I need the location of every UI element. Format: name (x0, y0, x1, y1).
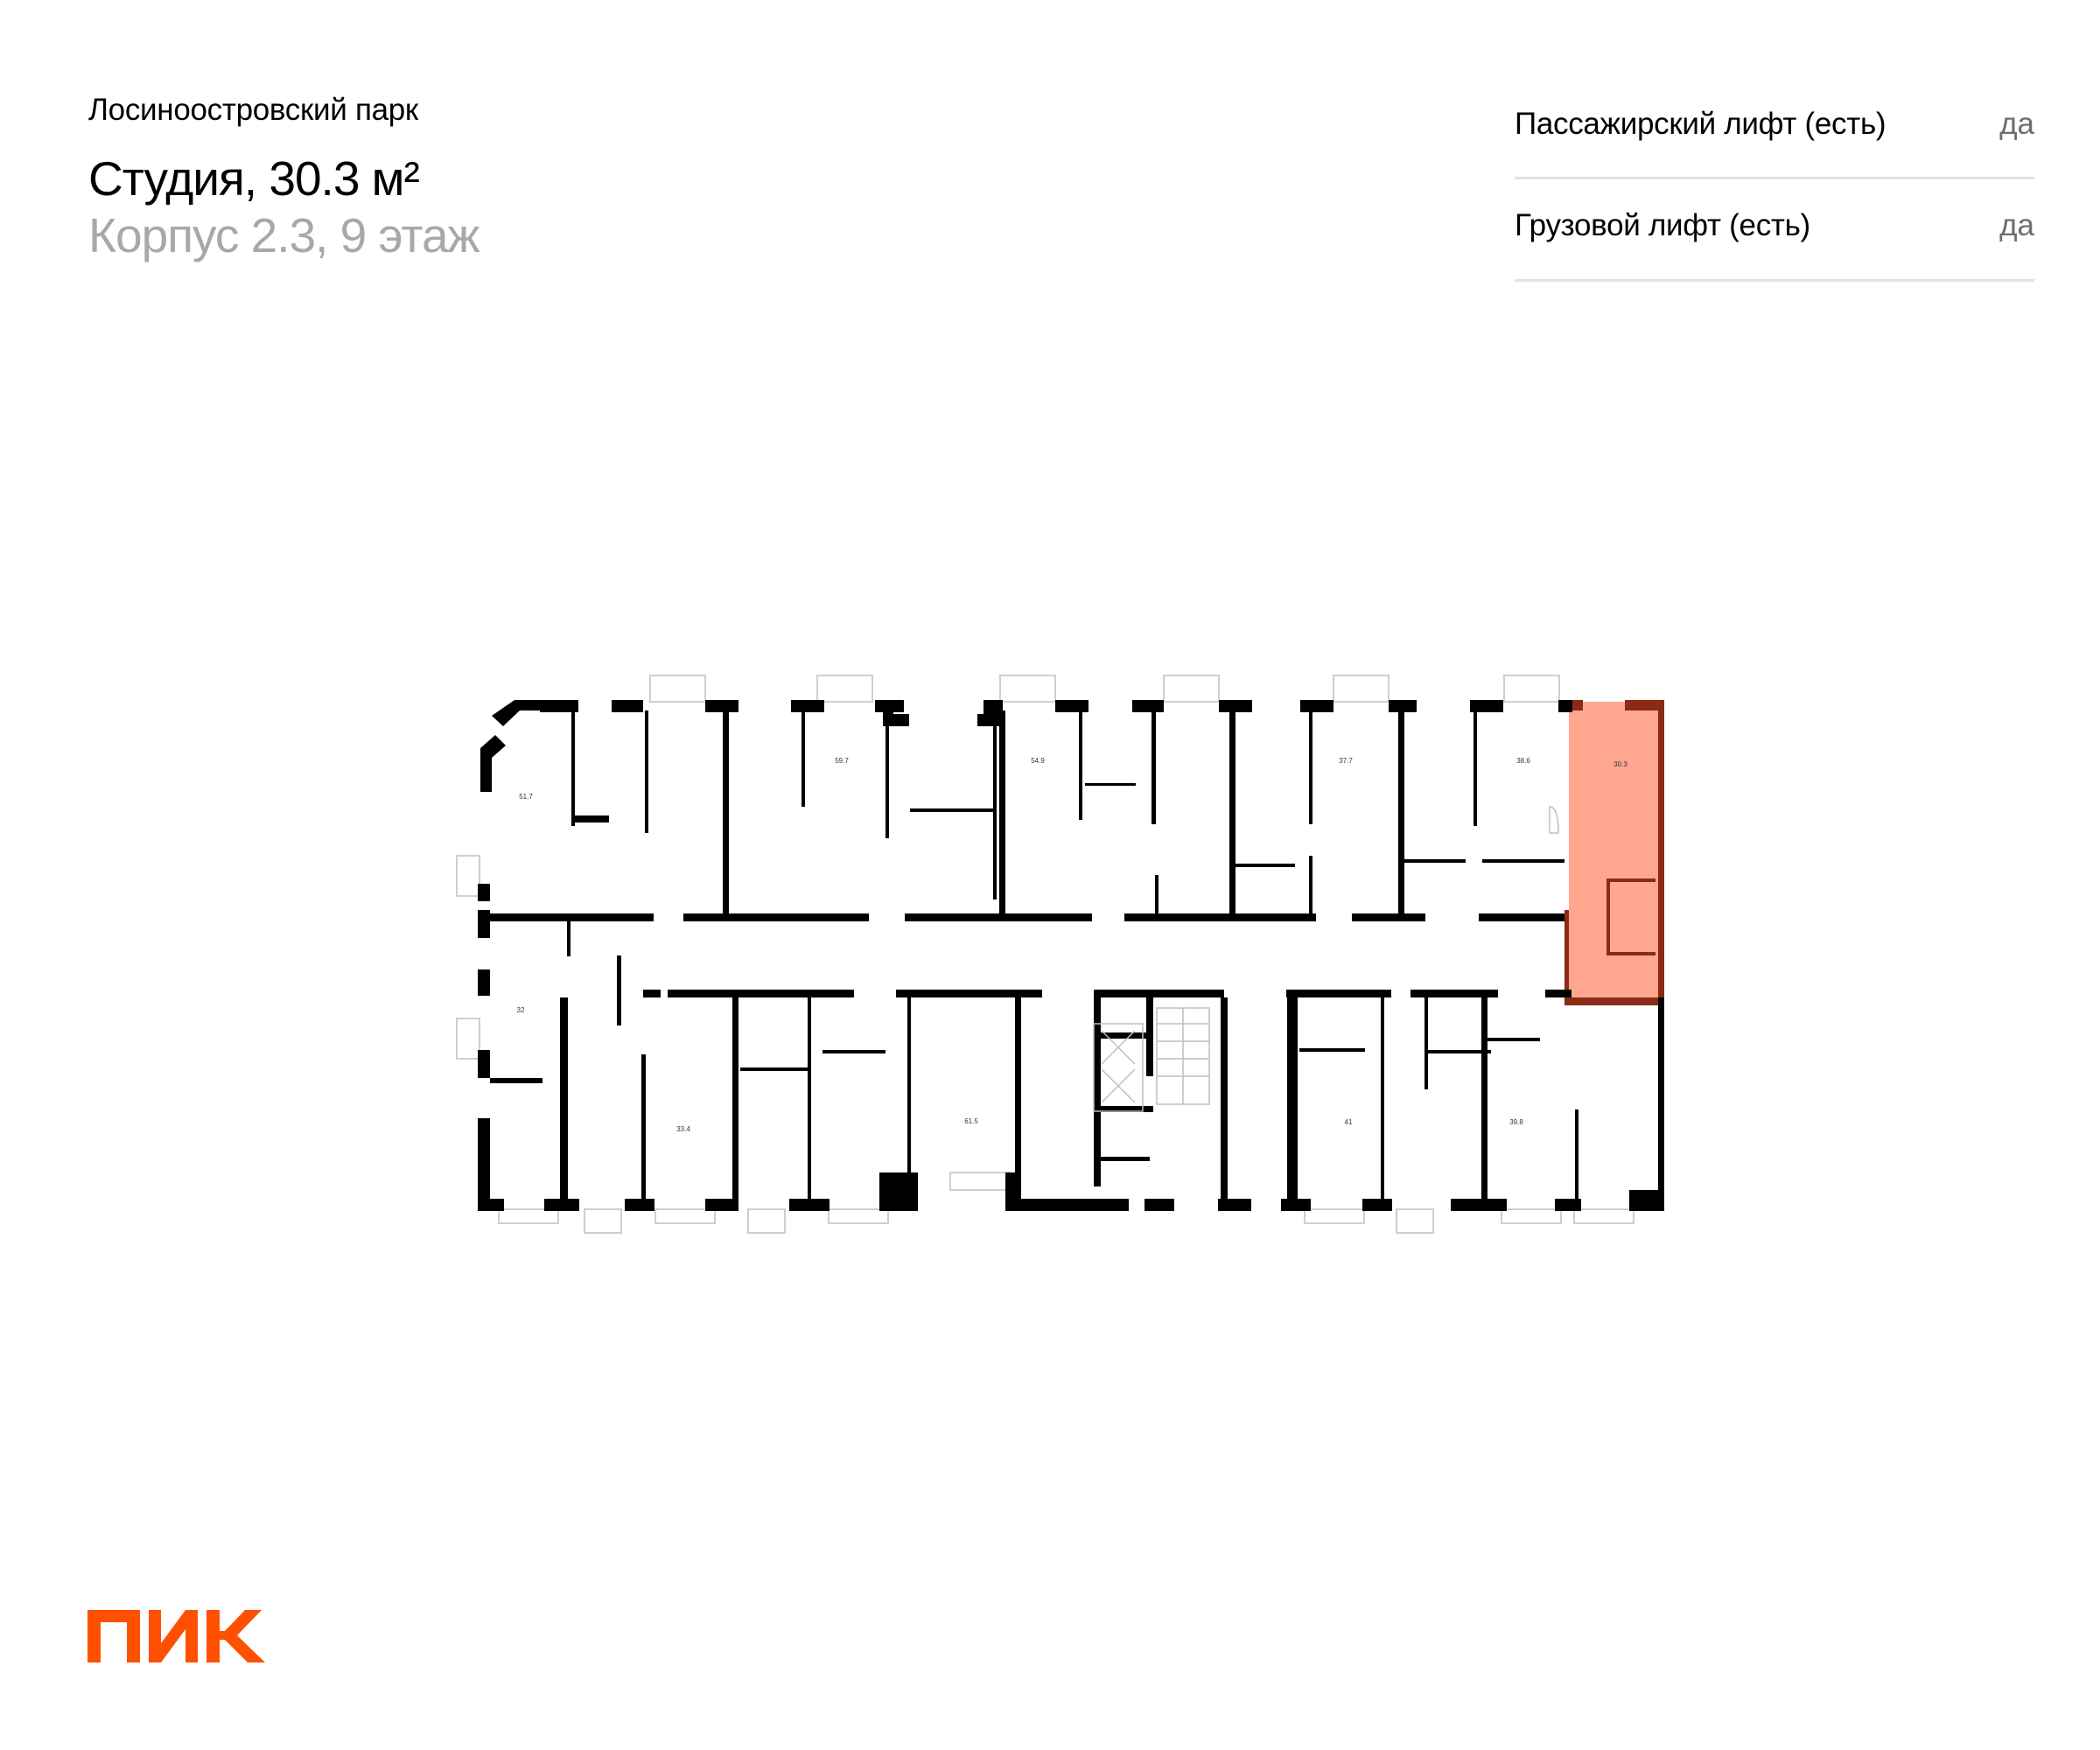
feature-value: да (1999, 208, 2034, 242)
unit-area: 59.7 (835, 757, 849, 765)
unit-area: 32 (517, 1006, 525, 1014)
unit-area: 54.9 (1031, 757, 1045, 765)
feature-passenger-lift: Пассажирский лифт (есть) да (1515, 79, 2034, 179)
unit-area: 61.5 (964, 1117, 978, 1125)
unit-area: 51.7 (519, 793, 533, 801)
walls (478, 700, 1664, 1211)
feature-label: Грузовой лифт (есть) (1515, 208, 1810, 242)
unit-area: 39.8 (1509, 1118, 1523, 1126)
selected-unit-highlight[interactable] (1569, 702, 1663, 1004)
feature-value: да (1999, 107, 2034, 141)
pik-logo (88, 1608, 268, 1669)
unit-area: 38.6 (1516, 757, 1530, 765)
unit-area: 41 (1345, 1118, 1353, 1126)
unit-area: 33.4 (676, 1125, 690, 1133)
feature-freight-lift: Грузовой лифт (есть) да (1515, 179, 2034, 282)
building-floor-subtitle: Корпус 2.3, 9 этаж (88, 208, 480, 262)
balconies (456, 675, 1634, 1234)
features-list: Пассажирский лифт (есть) да Грузовой лиф… (1515, 79, 2034, 282)
unit-area: 37.7 (1339, 757, 1353, 765)
feature-label: Пассажирский лифт (есть) (1515, 107, 1886, 141)
unit-area-selected: 30.3 (1614, 760, 1628, 768)
unit-area-labels: 51.7 59.7 54.9 37.7 38.6 30.3 32 33.4 61… (517, 757, 1628, 1133)
pik-logo-icon (88, 1610, 265, 1662)
apartment-title: Студия, 30.3 м² (88, 151, 420, 206)
fixtures (1093, 806, 1559, 1112)
project-name: Лосиноостровский парк (88, 93, 418, 127)
